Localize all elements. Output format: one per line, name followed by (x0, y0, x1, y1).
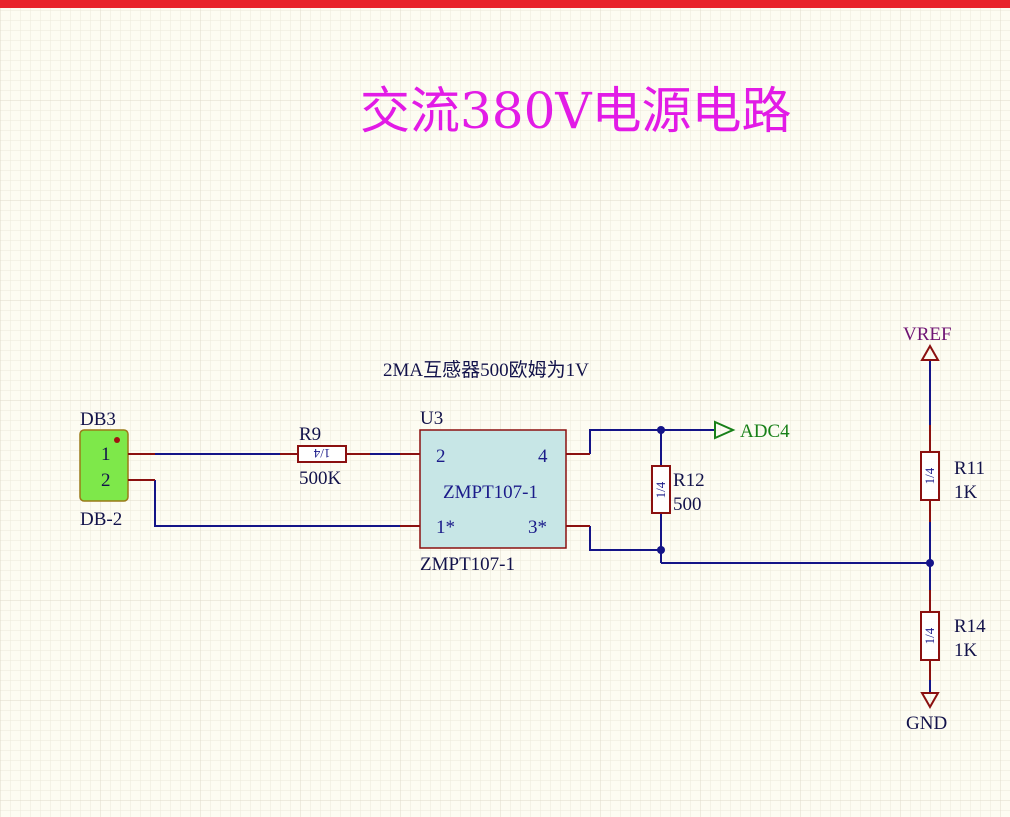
r9-marking: 1/4 (313, 446, 330, 461)
page-title: 交流380V电源电路 (360, 82, 792, 140)
u3-pin-3: 3* (528, 517, 547, 538)
junction-dot (657, 426, 665, 434)
gnd-label: GND (906, 713, 947, 734)
resistor-r9[interactable]: 1/4 R9 500K (280, 424, 370, 489)
r11-ref: R11 (954, 458, 985, 479)
wire-u3-pin3 (589, 526, 663, 551)
connector-pin-2: 2 (101, 470, 111, 491)
junction-dot (926, 559, 934, 567)
r11-body (920, 451, 940, 501)
power-port-gnd[interactable]: GND (906, 692, 947, 734)
connector-ref: DB3 (80, 409, 116, 430)
u3-body (419, 429, 567, 549)
r12-body (651, 465, 671, 514)
u3-part-name: ZMPT107-1 (443, 482, 538, 503)
u3-pin-1: 1* (436, 517, 455, 538)
power-port-vref[interactable]: VREF (903, 324, 952, 361)
r9-body (297, 445, 347, 463)
r9-value: 500K (299, 468, 342, 489)
resistor-r11[interactable]: 1/4 R11 1K (920, 425, 985, 522)
u3-value: ZMPT107-1 (420, 554, 515, 575)
note-text: 2MA互感器500欧姆为1V (383, 359, 589, 381)
connector-body (79, 429, 129, 502)
u3-pin-2: 2 (436, 446, 446, 467)
r12-marking: 1/4 (653, 481, 668, 498)
wires (154, 360, 931, 693)
gnd-arrow-icon (920, 692, 940, 710)
wire-db3-u3-pin1 (154, 480, 400, 527)
r11-marking: 1/4 (922, 467, 937, 484)
junction-dot (657, 546, 665, 554)
adc4-label: ADC4 (740, 421, 790, 442)
resistor-r14[interactable]: 1/4 R14 1K (920, 590, 986, 680)
connector-db3[interactable]: 1 2 DB3 DB-2 (79, 409, 129, 530)
transformer-u3[interactable]: U3 2 4 1* 3* ZMPT107-1 ZMPT107-1 (400, 408, 590, 575)
connector-pin-1: 1 (101, 444, 111, 465)
u3-pin-4: 4 (538, 446, 548, 467)
port-arrow-icon (714, 420, 736, 440)
vref-arrow-icon (920, 343, 940, 361)
r11-value: 1K (954, 482, 978, 503)
u3-ref: U3 (420, 408, 443, 429)
r9-ref: R9 (299, 424, 321, 445)
r14-ref: R14 (954, 616, 986, 637)
r14-value: 1K (954, 640, 978, 661)
net-label-adc4[interactable]: ADC4 (714, 420, 790, 442)
connector-value: DB-2 (80, 509, 122, 530)
r14-body (920, 611, 940, 661)
wire-u3-pin4 (589, 429, 715, 454)
r14-marking: 1/4 (922, 627, 937, 644)
r12-value: 500 (673, 494, 702, 515)
vref-label: VREF (903, 324, 952, 345)
resistor-r12[interactable]: 1/4 R12 500 (651, 465, 705, 515)
r12-ref: R12 (673, 470, 705, 491)
pin1-marker-icon (114, 437, 120, 443)
top-border-bar (0, 0, 1010, 8)
